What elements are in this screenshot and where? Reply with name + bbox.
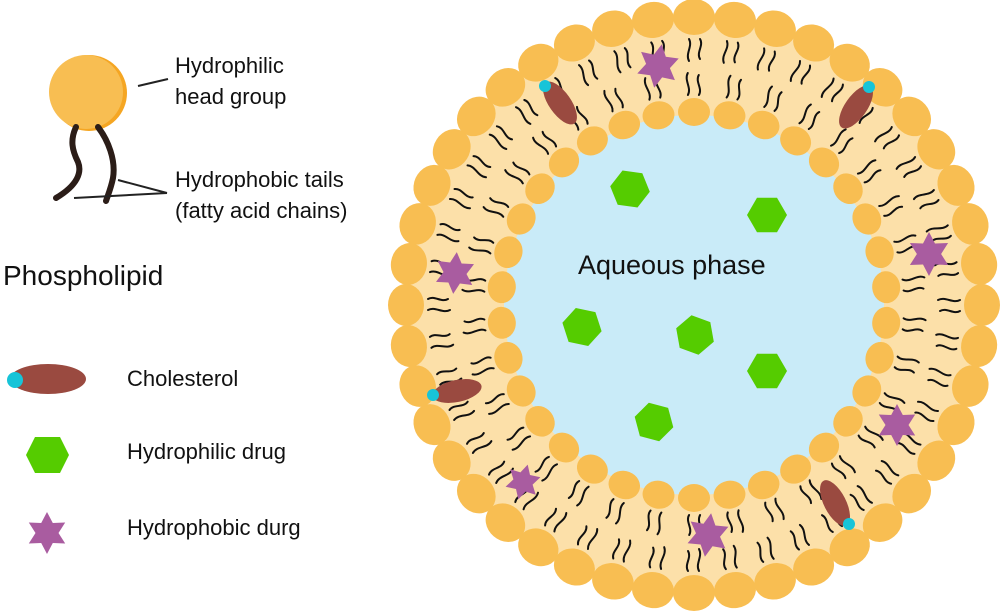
hydrophobic-drug-star xyxy=(637,44,679,88)
head-label-line1: Hydrophilic xyxy=(175,53,284,78)
cholesterol-hydroxyl-cap xyxy=(863,81,875,93)
cholesterol-molecules xyxy=(427,80,875,530)
hydrophobic-drug-star xyxy=(909,232,949,276)
hydrophilic-drug-hexagon xyxy=(562,308,602,346)
hydrophobic-drug-star xyxy=(436,252,474,294)
cholesterol-molecule xyxy=(543,81,577,125)
cholesterol-hydroxyl-cap xyxy=(843,518,855,530)
tail-leader-line xyxy=(73,192,168,199)
legend-label-cholesterol: Cholesterol xyxy=(127,366,239,391)
legend-icons xyxy=(7,364,86,554)
tails-label: Hydrophobic tails (fatty acid chains) xyxy=(175,164,347,226)
tail-label-line1: Hydrophobic tails xyxy=(175,167,344,192)
head-group-label: Hydrophilic head group xyxy=(175,50,286,112)
cholesterol-icon xyxy=(7,364,86,394)
hydrophilic-drug-hexagon xyxy=(747,197,787,233)
legend-label-hydrophobic-drug: Hydrophobic durg xyxy=(127,515,301,540)
cholesterol-molecule xyxy=(820,480,850,526)
hydrophobic-drug-star xyxy=(878,404,916,446)
tail-label-line2: (fatty acid chains) xyxy=(175,198,348,223)
outer-head-groups xyxy=(388,0,1000,611)
phospholipid-title: Phospholipid xyxy=(3,260,164,291)
hydrophobic-drugs xyxy=(436,44,949,557)
phospholipid-diagram xyxy=(49,55,169,204)
aqueous-phase-label: Aqueous phase xyxy=(578,250,766,280)
hydrophilic-drugs xyxy=(562,170,787,442)
hydrophobic-drug-star xyxy=(505,464,541,500)
tail-leader-line xyxy=(117,179,168,194)
aqueous-core xyxy=(504,115,884,495)
hydrophilic-drug-hexagon xyxy=(610,170,650,208)
cholesterol-hydroxyl-cap xyxy=(427,389,439,401)
cholesterol-hydroxyl-cap xyxy=(539,80,551,92)
hydrophilic-drug-hexagon xyxy=(634,402,674,442)
star-icon xyxy=(28,512,66,554)
hydrophobic-drug-star xyxy=(687,513,729,557)
legend-label-hydrophilic-drug: Hydrophilic drug xyxy=(127,439,286,464)
inner-head-groups xyxy=(487,98,901,512)
head-leader-line xyxy=(137,78,169,87)
hydrophilic-drug-hexagon xyxy=(747,353,787,389)
hexagon-icon xyxy=(26,437,69,473)
head-label-line2: head group xyxy=(175,84,287,109)
hydrophilic-drug-hexagon xyxy=(676,315,714,355)
cholesterol-molecule xyxy=(839,85,873,129)
cholesterol-molecule xyxy=(432,379,482,403)
